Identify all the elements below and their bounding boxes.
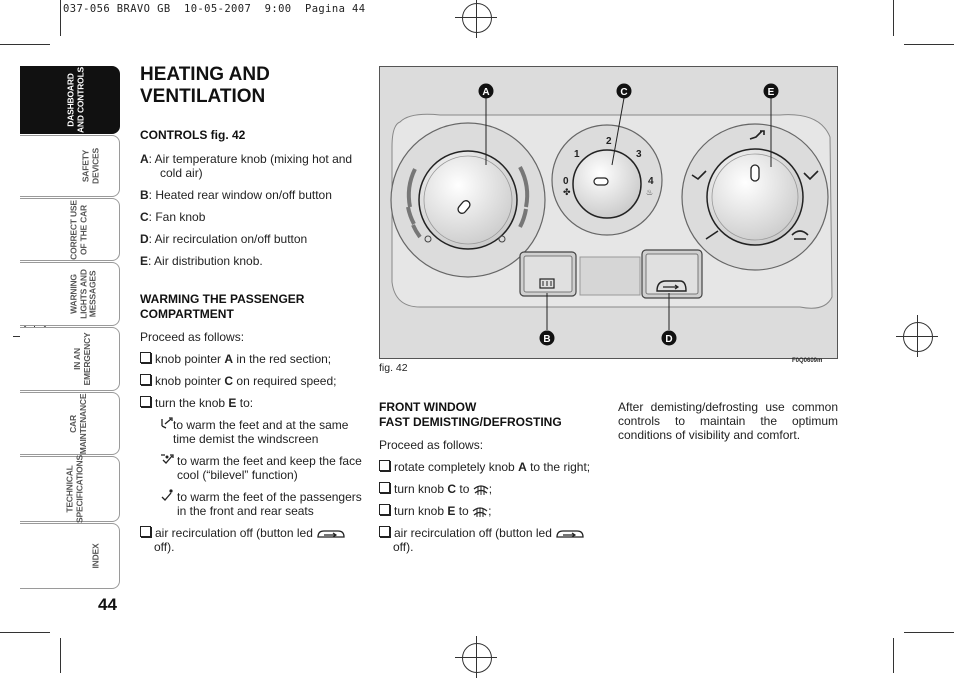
figure-code: F0Q0609m: [792, 358, 823, 364]
knob-e-distribution[interactable]: [681, 123, 829, 271]
warming-sub-1: to warm the feet and at the same time de…: [140, 417, 362, 446]
warming-step-2: knob pointer C on required speed;: [140, 374, 362, 388]
climate-control-panel-illustration: 0 1 2 3 4 ✤ ♨: [390, 83, 833, 346]
tab-label: INDEX: [90, 543, 101, 569]
fan-speed-1: 1: [574, 149, 580, 160]
button-d-recirculation[interactable]: [641, 249, 703, 299]
tab-correct-use[interactable]: CORRECT USE OF THE CAR: [20, 198, 120, 261]
defrost-icon: [473, 485, 489, 495]
warming-step-3: turn the knob E to:: [140, 396, 362, 410]
recirculation-icon: [556, 530, 584, 538]
fan-speed-3: 3: [636, 149, 642, 160]
recirculation-icon: [317, 530, 345, 538]
controls-heading: CONTROLS fig. 42: [140, 128, 246, 142]
tab-technical-specifications[interactable]: TECHNICAL SPECIFICATIONS: [20, 455, 120, 523]
tab-car-maintenance[interactable]: CAR MAINTENANCE: [20, 392, 120, 455]
tab-dashboard-and-controls[interactable]: DASHBOARD AND CONTROLS: [20, 66, 120, 134]
controls-item-a: A: Air temperature knob (mixing hot and …: [140, 152, 353, 180]
tab-label: CORRECT USE OF THE CAR: [68, 199, 89, 260]
warming-step-1: knob pointer A in the red section;: [140, 352, 362, 366]
callout-e: E: [768, 87, 775, 98]
controls-item-c: C: Fan knob: [140, 210, 206, 224]
figure-caption: fig. 42: [379, 362, 408, 374]
warming-heading: WARMING THE PASSENGER COMPARTMENT: [140, 292, 305, 321]
knob-a-temperature[interactable]: [390, 122, 546, 278]
figure-callouts: A B C D E: [478, 83, 779, 346]
page-title: HEATING AND VENTILATION: [140, 64, 270, 107]
demisting-step-1: rotate completely knob A to the right;: [379, 460, 601, 474]
callout-d: D: [665, 334, 672, 345]
page-number: 44: [98, 595, 117, 614]
defrost-icon: [472, 507, 488, 517]
callout-b: B: [543, 334, 550, 345]
feet-icon: [161, 489, 173, 501]
middle-column: FRONT WINDOW FAST DEMISTING/DEFROSTING P…: [379, 400, 601, 554]
defrost-icon: ♨: [646, 188, 653, 197]
callout-c: C: [620, 87, 627, 98]
demisting-step-2: turn knob C to ;: [379, 482, 601, 496]
fan-speed-2: 2: [606, 136, 612, 147]
fan-icon: ✤: [563, 188, 571, 198]
warming-sub-3: to warm the feet of the passengers in th…: [140, 489, 362, 518]
tab-warning-lights[interactable]: WARNING LIGHTS AND MESSAGES: [20, 262, 120, 326]
bilevel-icon: [161, 454, 174, 464]
demisting-heading: FRONT WINDOW FAST DEMISTING/DEFROSTING: [379, 400, 562, 429]
feet-windscreen-icon: [161, 417, 173, 429]
rear-window-heater-icon: [539, 278, 555, 289]
tab-label: DASHBOARD AND CONTROLS: [65, 66, 85, 134]
controls-item-e: E: Air distribution knob.: [140, 254, 263, 268]
fan-speed-4: 4: [648, 176, 654, 187]
callout-a: A: [482, 87, 489, 98]
left-column: CONTROLS fig. 42 A: Air temperature knob…: [140, 128, 362, 554]
controls-item-b: B: Heated rear window on/off button: [140, 188, 332, 202]
fan-speed-labels: 0 1 2 3 4: [563, 136, 654, 187]
warming-sub-2: to warm the feet and keep the face cool …: [140, 454, 362, 482]
knob-c-fan[interactable]: 0 1 2 3 4 ✤ ♨: [551, 124, 663, 236]
button-b-rear-window[interactable]: [519, 251, 577, 297]
tab-safety-devices[interactable]: SAFETY DEVICES: [20, 135, 120, 197]
print-header: 037-056 BRAVO GB 10-05-2007 9:00 Pagina …: [63, 3, 366, 15]
tab-label: TECHNICAL SPECIFICATIONS: [64, 455, 85, 523]
tab-index[interactable]: INDEX: [20, 523, 120, 589]
controls-item-d: D: Air recirculation on/off button: [140, 232, 308, 246]
tab-in-an-emergency[interactable]: IN AN EMERGENCY: [20, 327, 120, 391]
tab-label: CAR MAINTENANCE: [68, 393, 88, 454]
fan-speed-0: 0: [563, 176, 569, 187]
tab-label: IN AN EMERGENCY: [72, 332, 92, 386]
demisting-step-3: turn knob E to ;: [379, 504, 601, 518]
demisting-step-4: air recirculation off (button led off).: [379, 526, 601, 554]
warming-step-4: air recirculation off (button led off).: [140, 526, 362, 554]
tab-label: WARNING LIGHTS AND MESSAGES: [68, 269, 98, 319]
figure-42: 0 1 2 3 4 ✤ ♨: [379, 66, 838, 359]
tab-label: SAFETY DEVICES: [80, 148, 101, 184]
warming-intro: Proceed as follows:: [140, 330, 245, 344]
after-demisting-text: After demisting/defrosting use common co…: [618, 400, 838, 442]
demisting-intro: Proceed as follows:: [379, 438, 484, 452]
